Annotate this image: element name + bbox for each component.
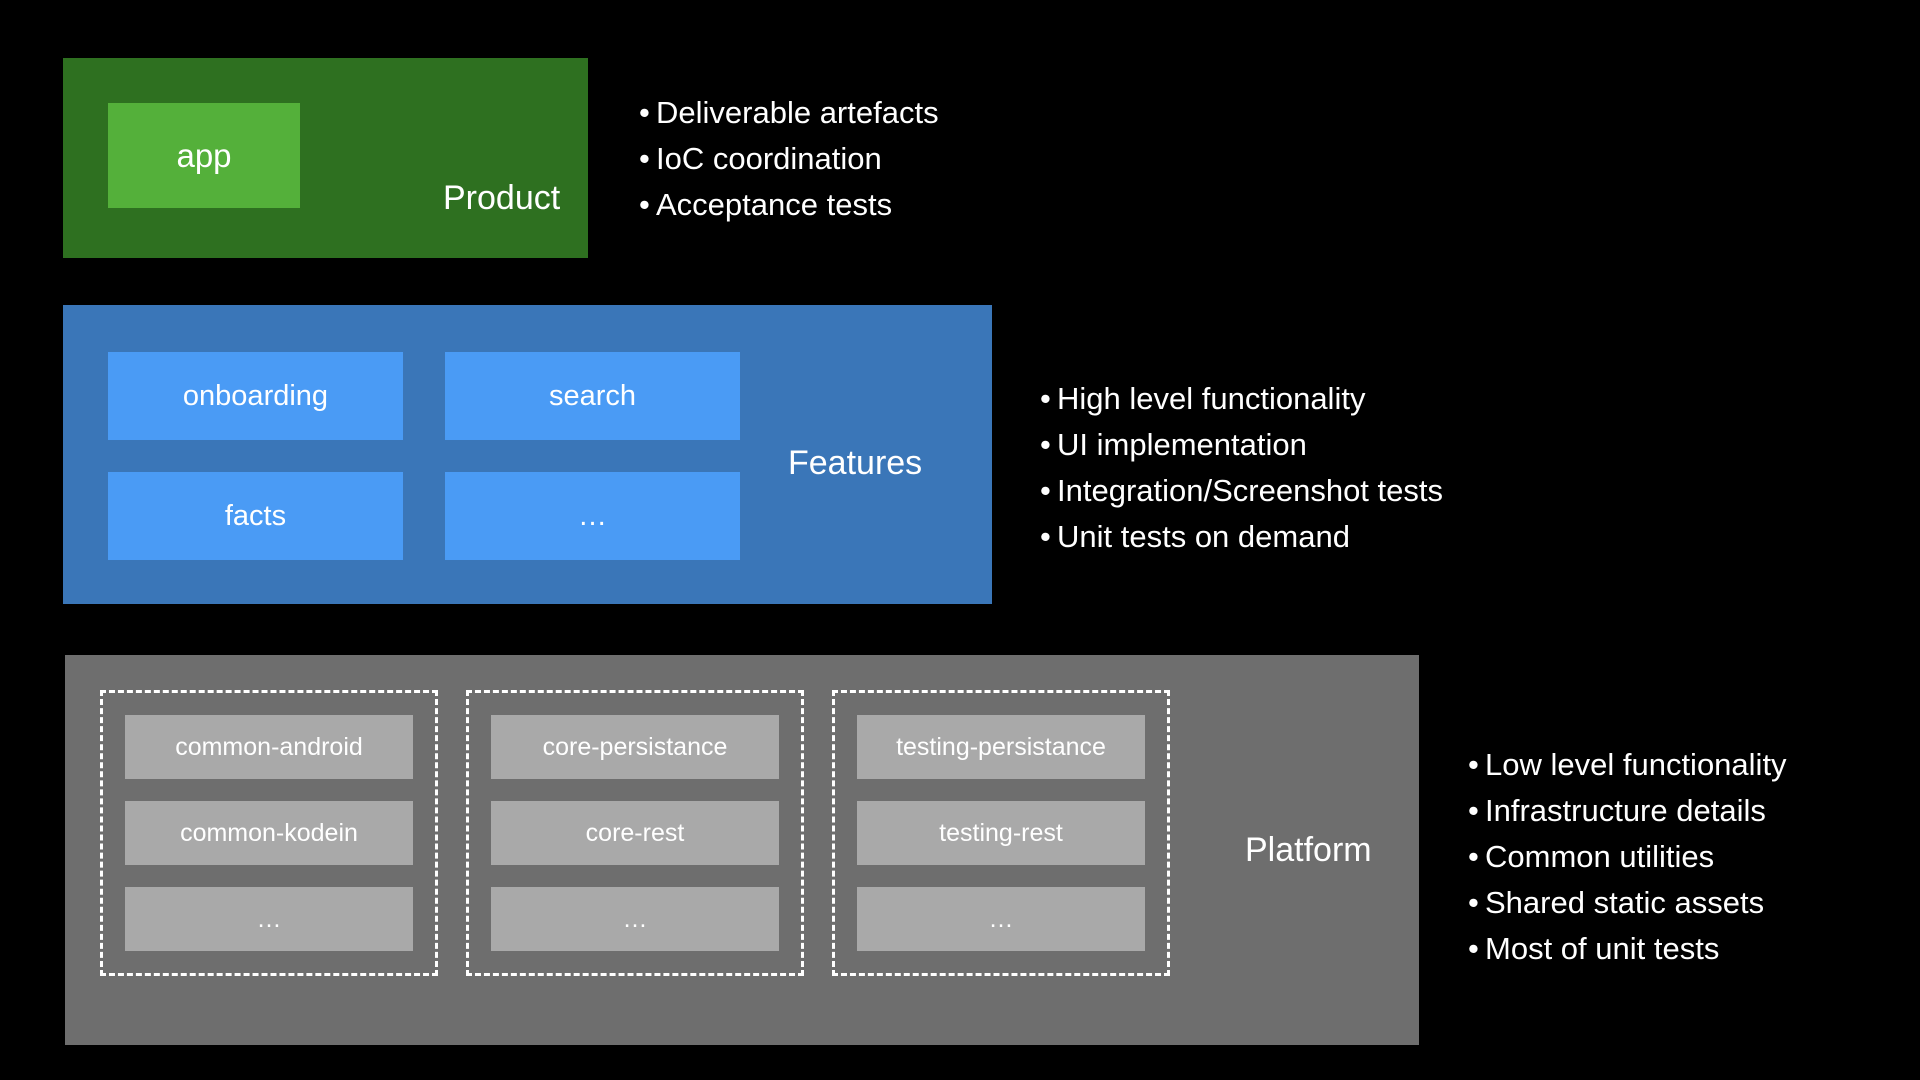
bullet-glyph: • [1468,793,1479,828]
product-note-text: Acceptance tests [656,187,893,222]
features-note-item: •Integration/Screenshot tests [1040,468,1443,514]
features-note-item: •UI implementation [1040,422,1443,468]
product-note-text: Deliverable artefacts [656,95,939,130]
product-note-text: IoC coordination [656,141,882,176]
platform-group-core[interactable]: core-persistance core-rest … [466,690,804,976]
product-layer[interactable]: app Product [63,58,588,258]
platform-tile-core-more[interactable]: … [491,887,779,951]
features-tile-grid: onboarding search facts … [108,352,748,560]
feature-tile-onboarding[interactable]: onboarding [108,352,403,440]
platform-note-text: Low level functionality [1485,747,1787,782]
feature-tile-more[interactable]: … [445,472,740,560]
features-note-item: •High level functionality [1040,376,1443,422]
platform-tile-common-android[interactable]: common-android [125,715,413,779]
platform-note-text: Infrastructure details [1485,793,1766,828]
product-layer-label: Product [443,179,561,217]
bullet-glyph: • [1040,519,1051,554]
product-tile-app[interactable]: app [108,103,300,208]
bullet-glyph: • [1040,381,1051,416]
platform-tile-common-more[interactable]: … [125,887,413,951]
platform-note-text: Common utilities [1485,839,1715,874]
platform-tile-testing-rest[interactable]: testing-rest [857,801,1145,865]
features-note-text: Unit tests on demand [1057,519,1350,554]
product-notes-list: •Deliverable artefacts •IoC coordination… [639,90,939,228]
features-note-text: UI implementation [1057,427,1307,462]
product-note-item: •Deliverable artefacts [639,90,939,136]
platform-group-row: common-android common-kodein … core-pers… [100,690,1170,976]
bullet-glyph: • [1468,931,1479,966]
bullet-glyph: • [639,187,650,222]
platform-tile-common-kodein[interactable]: common-kodein [125,801,413,865]
product-note-item: •IoC coordination [639,136,939,182]
bullet-glyph: • [1468,747,1479,782]
features-layer[interactable]: onboarding search facts … Features [63,305,992,604]
platform-note-text: Shared static assets [1485,885,1765,920]
platform-group-testing[interactable]: testing-persistance testing-rest … [832,690,1170,976]
bullet-glyph: • [639,141,650,176]
platform-tile-core-persistance[interactable]: core-persistance [491,715,779,779]
feature-tile-facts[interactable]: facts [108,472,403,560]
features-note-text: Integration/Screenshot tests [1057,473,1444,508]
platform-notes-list: •Low level functionality •Infrastructure… [1468,742,1787,972]
features-note-item: •Unit tests on demand [1040,514,1443,560]
platform-layer-label: Platform [1245,831,1372,869]
bullet-glyph: • [1468,839,1479,874]
features-layer-label: Features [788,444,923,482]
features-note-text: High level functionality [1057,381,1366,416]
bullet-glyph: • [1468,885,1479,920]
platform-note-item: •Most of unit tests [1468,926,1787,972]
bullet-glyph: • [639,95,650,130]
feature-tile-search[interactable]: search [445,352,740,440]
platform-note-item: •Shared static assets [1468,880,1787,926]
bullet-glyph: • [1040,427,1051,462]
platform-note-item: •Low level functionality [1468,742,1787,788]
platform-layer[interactable]: common-android common-kodein … core-pers… [65,655,1419,1045]
features-notes-list: •High level functionality •UI implementa… [1040,376,1443,560]
product-note-item: •Acceptance tests [639,182,939,228]
platform-note-item: •Infrastructure details [1468,788,1787,834]
platform-tile-core-rest[interactable]: core-rest [491,801,779,865]
bullet-glyph: • [1040,473,1051,508]
platform-tile-testing-persistance[interactable]: testing-persistance [857,715,1145,779]
platform-note-text: Most of unit tests [1485,931,1720,966]
platform-group-common[interactable]: common-android common-kodein … [100,690,438,976]
platform-tile-testing-more[interactable]: … [857,887,1145,951]
platform-note-item: •Common utilities [1468,834,1787,880]
